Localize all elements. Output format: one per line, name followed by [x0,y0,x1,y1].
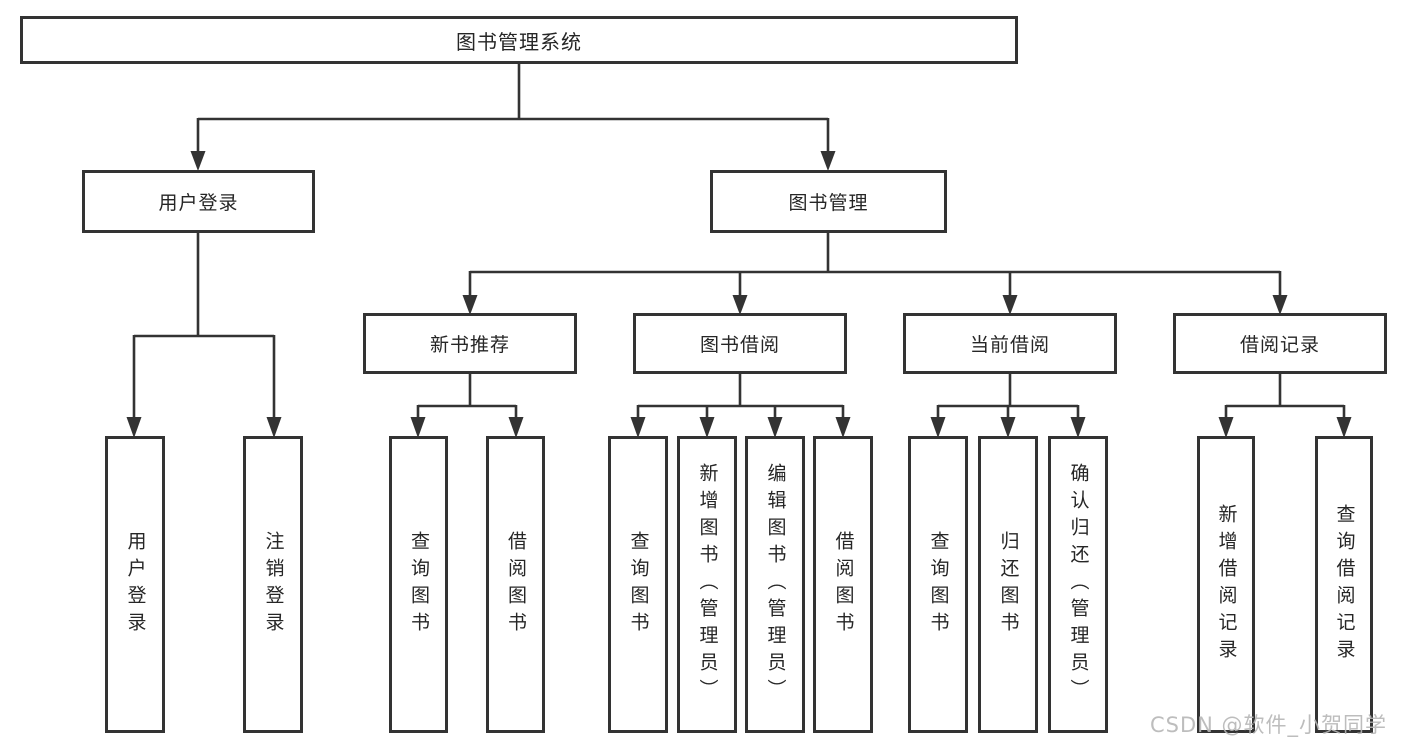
node-current-borrowing: 当前借阅 [903,313,1117,374]
node-label: 图书管理系统 [456,29,582,54]
node-label: 查询图书 [927,530,950,639]
node-label: 当前借阅 [969,334,1050,356]
node-label: 借阅图书 [505,530,527,639]
leaf-nbr-query-books: 查询图书 [389,436,448,733]
leaf-user-login: 用户登录 [105,436,165,733]
node-label: 新书推荐 [429,334,510,356]
connector-current-borrowing [930,374,1086,438]
node-new-book-recommend: 新书推荐 [363,313,577,374]
connector-borrowing-records [1218,374,1352,438]
node-user-login: 用户登录 [82,170,315,233]
node-label: 查询图书 [627,530,650,639]
node-borrowing-records: 借阅记录 [1173,313,1387,374]
leaf-br-add-record: 新增借阅记录 [1197,436,1255,733]
connector-new-book-recommend [410,374,524,438]
csdn-watermark: CSDN @软件_小贺同学 [1150,713,1388,737]
leaf-cb-query-books: 查询图书 [908,436,968,733]
node-label: 新增图书（管理员） [696,463,719,706]
connector-user-login [126,233,282,438]
leaf-cb-return-books: 归还图书 [978,436,1038,733]
leaf-cb-confirm-return-admin: 确认归还（管理员） [1048,436,1108,733]
node-label: 用户登录 [158,192,239,214]
node-label: 确认归还（管理员） [1067,463,1090,706]
leaf-nbr-borrow-books: 借阅图书 [486,436,545,733]
node-label: 用户登录 [124,530,147,639]
node-label: 注销登录 [262,530,285,639]
connector-book-management [462,233,1288,315]
leaf-bb-add-books-admin: 新增图书（管理员） [677,436,737,733]
leaf-bb-borrow-books: 借阅图书 [813,436,873,733]
node-label: 查询图书 [408,530,430,639]
node-label: 图书借阅 [699,334,780,356]
node-label: 查询借阅记录 [1333,503,1356,666]
connector-root [190,64,836,171]
node-book-management: 图书管理 [710,170,947,233]
node-label: 借阅图书 [832,530,855,639]
leaf-br-query-record: 查询借阅记录 [1315,436,1373,733]
node-book-borrowing: 图书借阅 [633,313,847,374]
node-label: 借阅记录 [1239,334,1320,356]
leaf-bb-edit-books-admin: 编辑图书（管理员） [745,436,805,733]
node-label: 图书管理 [788,192,869,214]
node-label: 编辑图书（管理员） [764,463,787,706]
node-root: 图书管理系统 [20,16,1018,64]
connector-book-borrowing [630,374,851,438]
leaf-bb-query-books: 查询图书 [608,436,668,733]
leaf-logout: 注销登录 [243,436,303,733]
node-label: 新增借阅记录 [1215,503,1238,666]
node-label: 归还图书 [997,530,1020,639]
